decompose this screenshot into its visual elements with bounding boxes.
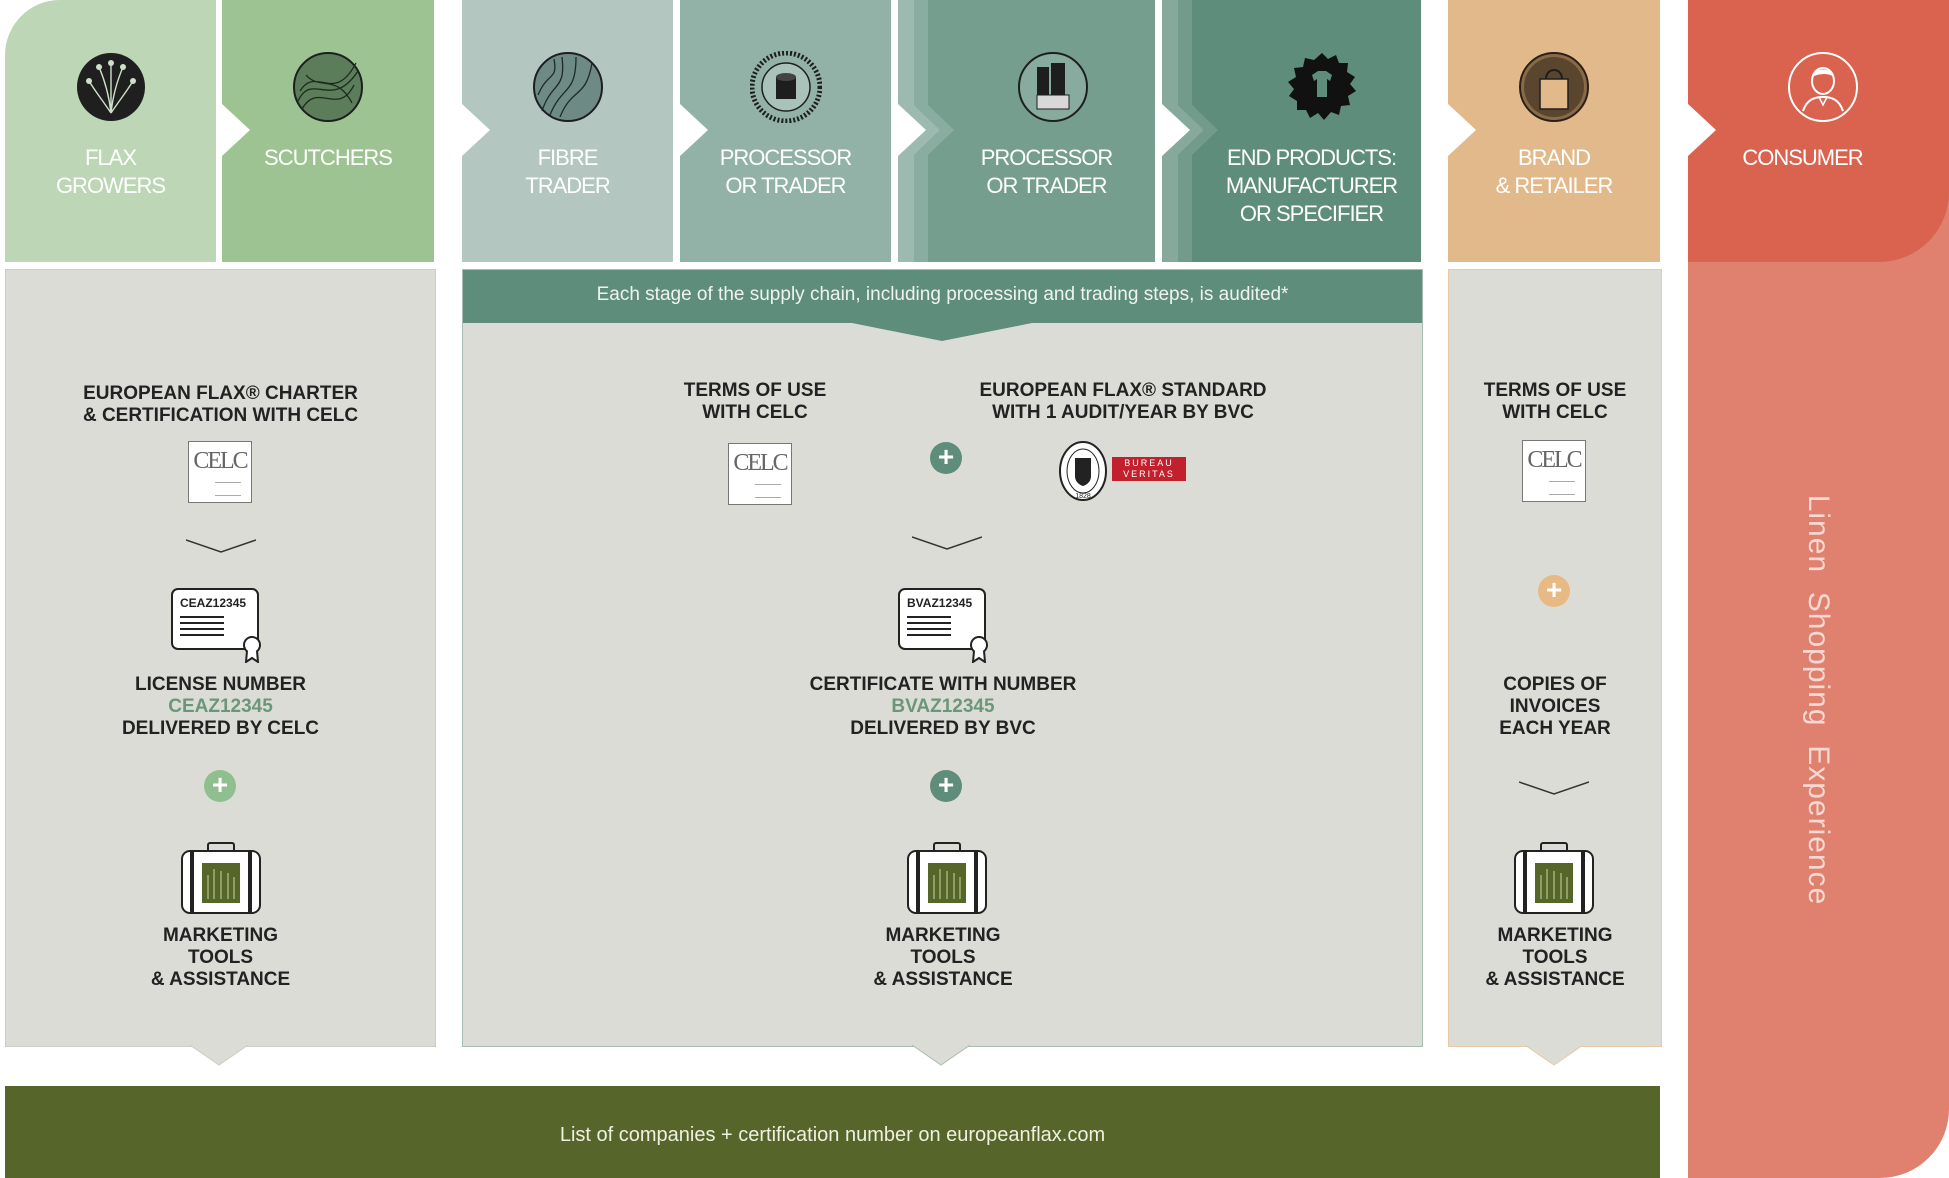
bv-seal-year: 1828: [1075, 493, 1091, 500]
license-block: LICENSE NUMBER CEAZ12345 DELIVERED BY CE…: [6, 674, 435, 740]
arrow-right-icon: [1448, 104, 1476, 156]
celc-logo: CELC: [188, 441, 252, 503]
consumer-column: [1688, 192, 1949, 1178]
marketing-text: MARKETING TOOLS & ASSISTANCE: [1485, 925, 1625, 990]
stage-fibre-trader: FIBRE TRADER: [462, 0, 673, 262]
bureau-veritas-logo: BUREAU VERITAS: [1112, 457, 1186, 481]
license-line1: LICENSE NUMBER: [134, 674, 306, 695]
plus-icon: +: [1538, 575, 1570, 607]
fiber-strands-icon: [293, 52, 363, 122]
fibre-bundle-icon: [532, 52, 603, 122]
audit-banner: [463, 270, 1422, 323]
marketing-text: MARKETING TOOLS & ASSISTANCE: [873, 925, 1013, 990]
certificate-icon: BVAZ12345: [898, 588, 988, 663]
stage-label: FIBRE TRADER: [525, 145, 610, 198]
bureau-veritas-text: BUREAU VERITAS: [1123, 458, 1175, 479]
celc-logo: CELC: [1522, 440, 1586, 502]
stage-label: END PRODUCTS: MANUFACTURER OR SPECIFIER: [1225, 145, 1398, 226]
person-icon: [1787, 52, 1858, 122]
stage-label: SCUTCHERS: [264, 145, 393, 170]
stage-label: BRAND & RETAILER: [1495, 145, 1614, 198]
middle-panel: Each stage of the supply chain, includin…: [462, 269, 1423, 1047]
chevron-down-icon: [1519, 781, 1589, 795]
layered-chevrons: [898, 0, 954, 262]
celc-logo: CELC: [728, 443, 792, 505]
stage-label: PROCESSOR OR TRADER: [980, 145, 1114, 198]
stage-processor-2: PROCESSOR OR TRADER: [898, 0, 1155, 262]
layered-chevrons: [1162, 0, 1218, 262]
terms-title: TERMS OF USE WITH CELC: [1483, 380, 1627, 423]
celc-logo-text: CELC: [193, 448, 248, 474]
chevron-down-icon: [186, 539, 256, 553]
standard-title: EUROPEAN FLAX® STANDARD WITH 1 AUDIT/YEA…: [979, 380, 1267, 423]
left-panel: EUROPEAN FLAX® CHARTER & CERTIFICATION W…: [5, 269, 436, 1047]
marketing-suitcase-icon: [181, 842, 261, 914]
chevron-down-icon: [912, 536, 982, 550]
certificate-line3: DELIVERED BY BVC: [850, 718, 1036, 739]
celc-logo-text: CELC: [1527, 447, 1582, 473]
consumer-vertical-text: Linen Shopping Experience: [1802, 494, 1835, 906]
arrow-right-icon: [462, 104, 490, 156]
stage-label: CONSUMER: [1742, 145, 1863, 170]
stage-end-products: END PRODUCTS: MANUFACTURER OR SPECIFIER: [1162, 0, 1421, 262]
bureau-veritas-seal-icon: 1828: [1059, 441, 1107, 501]
shirt-badge-icon: [1287, 53, 1356, 120]
charter-title: EUROPEAN FLAX® CHARTER & CERTIFICATION W…: [82, 383, 359, 426]
terms-title: TERMS OF USE WITH CELC: [683, 380, 827, 423]
certificate-number: BVAZ12345: [891, 696, 995, 717]
marketing-text: MARKETING TOOLS & ASSISTANCE: [150, 925, 291, 990]
left-panel-notch: [190, 1045, 248, 1066]
arrow-right-icon: [898, 104, 926, 156]
marketing-suitcase-icon: [907, 842, 987, 914]
arrow-right-icon: [680, 104, 708, 156]
certificate-block: CERTIFICATE WITH NUMBER BVAZ12345 DELIVE…: [743, 674, 1143, 740]
plus-icon: +: [204, 770, 236, 802]
yarn-spool-icon: [749, 51, 822, 123]
arrow-right-icon: [1688, 104, 1716, 156]
middle-panel-notch: [912, 1045, 970, 1066]
bottom-bar: List of companies + certification number…: [5, 1086, 1660, 1178]
arrow-right-icon: [222, 104, 250, 156]
certificate-code: BVAZ12345: [907, 596, 972, 610]
license-line3: DELIVERED BY CELC: [121, 718, 320, 739]
stage-flax-growers: FLAX GROWERS: [5, 0, 216, 262]
stage-scutchers: SCUTCHERS: [222, 0, 434, 262]
stage-label: FLAX GROWERS: [55, 145, 166, 198]
invoices-text: COPIES OF INVOICES EACH YEAR: [1499, 674, 1611, 739]
fabric-rolls-icon: [1017, 52, 1088, 122]
shopping-bag-icon: [1519, 52, 1589, 122]
audit-banner-text: Each stage of the supply chain, includin…: [596, 284, 1289, 305]
consumer-tab-cover: [1688, 192, 1949, 262]
celc-logo-text: CELC: [733, 450, 788, 476]
marketing-suitcase-icon: [1514, 842, 1594, 914]
arrow-right-icon: [1162, 104, 1190, 156]
certificate-icon: CEAZ12345: [171, 588, 261, 663]
certificate-code: CEAZ12345: [180, 596, 246, 610]
stage-brand-retailer: BRAND & RETAILER: [1448, 0, 1660, 262]
license-number: CEAZ12345: [168, 696, 273, 717]
stage-processor-1: PROCESSOR OR TRADER: [680, 0, 891, 262]
right-panel: TERMS OF USE WITH CELC CELC + COPIES OF …: [1448, 269, 1662, 1047]
stage-label: PROCESSOR OR TRADER: [719, 145, 853, 198]
certificate-line1: CERTIFICATE WITH NUMBER: [809, 674, 1077, 695]
right-panel-notch: [1525, 1045, 1583, 1066]
audit-banner-point: [852, 323, 1032, 341]
bottom-bar-text: List of companies + certification number…: [559, 1124, 1106, 1146]
plus-icon: +: [930, 770, 962, 802]
flax-flower-icon: [76, 53, 145, 121]
plus-icon: +: [930, 442, 962, 474]
